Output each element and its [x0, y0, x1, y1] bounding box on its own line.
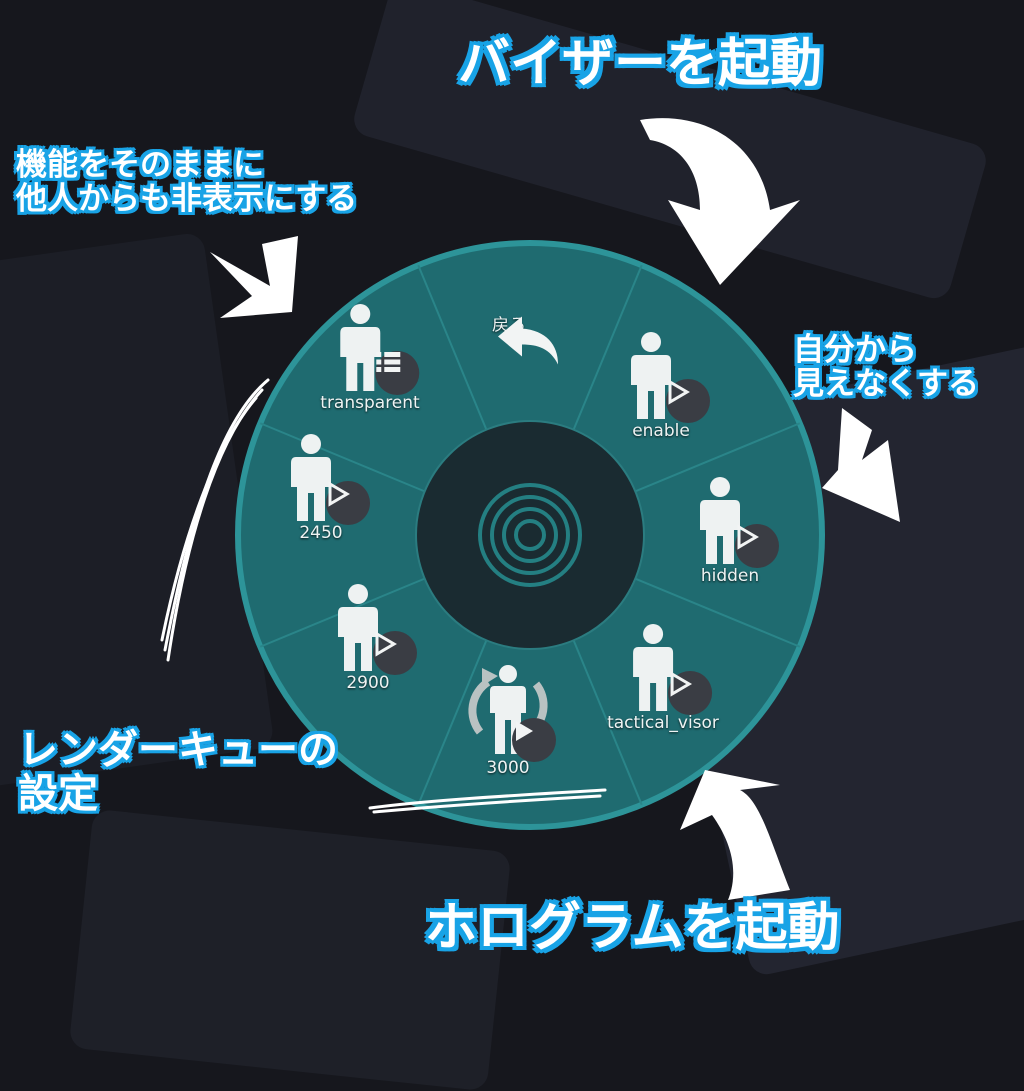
menu-item-2900-label: 2900 [346, 673, 390, 693]
curved-arrow-icon [680, 770, 790, 900]
menu-item-tactical-visor-label: tactical_visor [607, 713, 719, 733]
submenu-list-icon [375, 351, 419, 395]
play-icon [512, 718, 556, 762]
play-icon [326, 481, 370, 525]
annotation-line: 見えなくする [793, 366, 979, 403]
sector-divider [634, 422, 801, 493]
sector-divider [417, 639, 488, 806]
annotation-line: 設定 [18, 771, 98, 817]
annotation-hide-from-self: 自分から 見えなくする [793, 333, 979, 401]
menu-item-3000-label: 3000 [486, 758, 530, 778]
back-arrow-icon [498, 316, 558, 365]
person-icon [633, 624, 673, 711]
annotation-hide-from-others: 機能をそのままに 他人からも非表示にする [16, 148, 357, 216]
menu-item-transparent[interactable]: transparent [320, 303, 420, 413]
curved-arrow-icon [640, 118, 800, 285]
annotation-line: 他人からも非表示にする [16, 181, 358, 218]
menu-item-hidden[interactable]: hidden [695, 476, 779, 586]
menu-item-enable-label: enable [632, 421, 690, 441]
annotation-hologram: ホログラムを起動 [425, 898, 840, 958]
menu-item-2900[interactable]: 2900 [333, 583, 417, 693]
sector-divider [572, 639, 643, 806]
menu-item-2450[interactable]: 2450 [286, 433, 370, 543]
concentric-rings-icon [478, 483, 582, 587]
menu-item-hidden-label: hidden [700, 566, 760, 586]
person-icon [340, 304, 380, 391]
back-button[interactable]: 戻る [492, 311, 558, 365]
menu-item-2450-label: 2450 [299, 523, 343, 543]
play-icon [373, 631, 417, 675]
annotation-arrows [160, 118, 900, 900]
sector-divider [417, 264, 488, 431]
menu-item-transparent-label: transparent [320, 393, 420, 413]
menu-item-3000[interactable]: 3000 [458, 658, 558, 778]
person-icon [291, 434, 331, 521]
annotation-line: 機能をそのままに [16, 147, 264, 183]
play-icon [735, 524, 779, 568]
play-icon [666, 379, 710, 423]
radial-menu: 戻る enable hidden [233, 238, 827, 832]
sector-divider [634, 577, 801, 648]
person-icon [338, 584, 378, 671]
arrow-icon [822, 408, 900, 522]
annotation-render-queue: レンダーキューの 設定 [18, 728, 338, 816]
annotation-line: レンダーキューの [18, 727, 338, 773]
sector-divider [259, 422, 426, 493]
menu-item-enable[interactable]: enable [626, 331, 710, 441]
play-icon [668, 671, 712, 715]
arrow-icon [210, 236, 298, 318]
menu-center[interactable] [415, 420, 645, 650]
annotation-visor: バイザーを起動 [458, 34, 823, 94]
person-icon [631, 332, 671, 419]
annotation-line: 自分から [793, 332, 917, 368]
scribble-stroke [160, 378, 607, 814]
menu-item-tactical-visor[interactable]: tactical_visor [607, 623, 719, 733]
person-icon [700, 477, 740, 564]
sector-divider [572, 264, 643, 431]
